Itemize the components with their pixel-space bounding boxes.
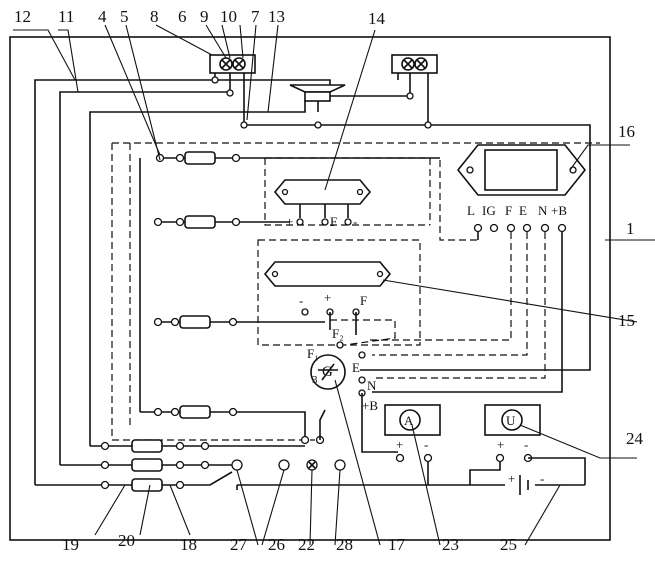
ammeter-symbol: A [404, 413, 414, 428]
callout-12: 12 [14, 7, 31, 26]
battery: + - [508, 471, 544, 495]
generator-phase: 3 [312, 374, 318, 386]
top-wiring [34, 54, 591, 485]
callout-15: 15 [618, 311, 635, 330]
m15-term-minus: - [299, 293, 303, 308]
regulator-16: L IG F E N +B [370, 144, 587, 393]
callout-6: 6 [178, 7, 187, 26]
ammeter: A + - [384, 404, 441, 485]
reg-term-e: E [519, 203, 527, 218]
m14-term-plus: + [286, 214, 293, 229]
callout-10: 10 [220, 7, 237, 26]
callout-4: 4 [98, 7, 107, 26]
m14-term-minus: - [353, 214, 357, 229]
m15-term-f: F [360, 293, 367, 308]
fuse-3 [179, 315, 211, 329]
ammeter-plus: + [396, 437, 403, 452]
generator-f1: F₁ [307, 346, 319, 361]
buzzer-icon [289, 84, 346, 102]
callout-27: 27 [230, 535, 248, 554]
reg-term-l: L [467, 203, 475, 218]
leader-lines [13, 24, 655, 546]
callout-24: 24 [626, 429, 644, 448]
m15-term-plus: + [324, 290, 331, 305]
ammeter-minus: - [424, 437, 428, 452]
generator-f2: F₂ [332, 326, 344, 341]
callout-labels: 12 11 4 5 8 6 9 10 7 13 14 16 1 15 24 19… [14, 7, 644, 554]
module-14: + F - [273, 179, 372, 229]
reg-term-ig: IG [482, 203, 496, 218]
generator-b: +B [362, 398, 378, 413]
callout-28: 28 [336, 535, 353, 554]
m14-term-f: F [330, 214, 337, 229]
reg-term-f: F [505, 203, 512, 218]
fuse-ladder [139, 151, 440, 445]
callout-17: 17 [388, 535, 406, 554]
callout-25: 25 [500, 535, 517, 554]
callout-22: 22 [298, 535, 315, 554]
generator-e: E [352, 360, 360, 375]
callout-11: 11 [58, 7, 74, 26]
switch-28 [334, 459, 346, 471]
voltmeter-plus: + [497, 437, 504, 452]
callout-16: 16 [618, 122, 635, 141]
callout-13: 13 [268, 7, 285, 26]
battery-plus: + [508, 471, 515, 486]
callout-23: 23 [442, 535, 459, 554]
callout-18: 18 [180, 535, 197, 554]
fuse-1 [184, 151, 216, 165]
module-15: - + F [263, 261, 392, 335]
reg-term-n: N [538, 203, 548, 218]
callout-9: 9 [200, 7, 209, 26]
switch-26 [278, 459, 290, 471]
callout-7: 7 [251, 7, 260, 26]
callout-5: 5 [120, 7, 129, 26]
battery-minus: - [540, 471, 544, 486]
callout-8: 8 [150, 7, 159, 26]
callout-14: 14 [368, 9, 386, 28]
callout-26: 26 [268, 535, 285, 554]
fuse-4 [179, 405, 211, 419]
callout-19: 19 [62, 535, 79, 554]
fuse-2 [184, 215, 216, 229]
generator: G 3 F₁ F₂ E N +B [307, 326, 398, 453]
switch-27 [231, 459, 243, 471]
reg-term-b: +B [551, 203, 567, 218]
voltmeter-minus: - [524, 437, 528, 452]
callout-1: 1 [626, 219, 635, 238]
callout-20: 20 [118, 531, 135, 550]
dashed-harness [111, 142, 600, 441]
generator-n: N [367, 378, 377, 393]
voltmeter-symbol: U [506, 413, 516, 428]
lamp-22-icon [306, 459, 318, 471]
